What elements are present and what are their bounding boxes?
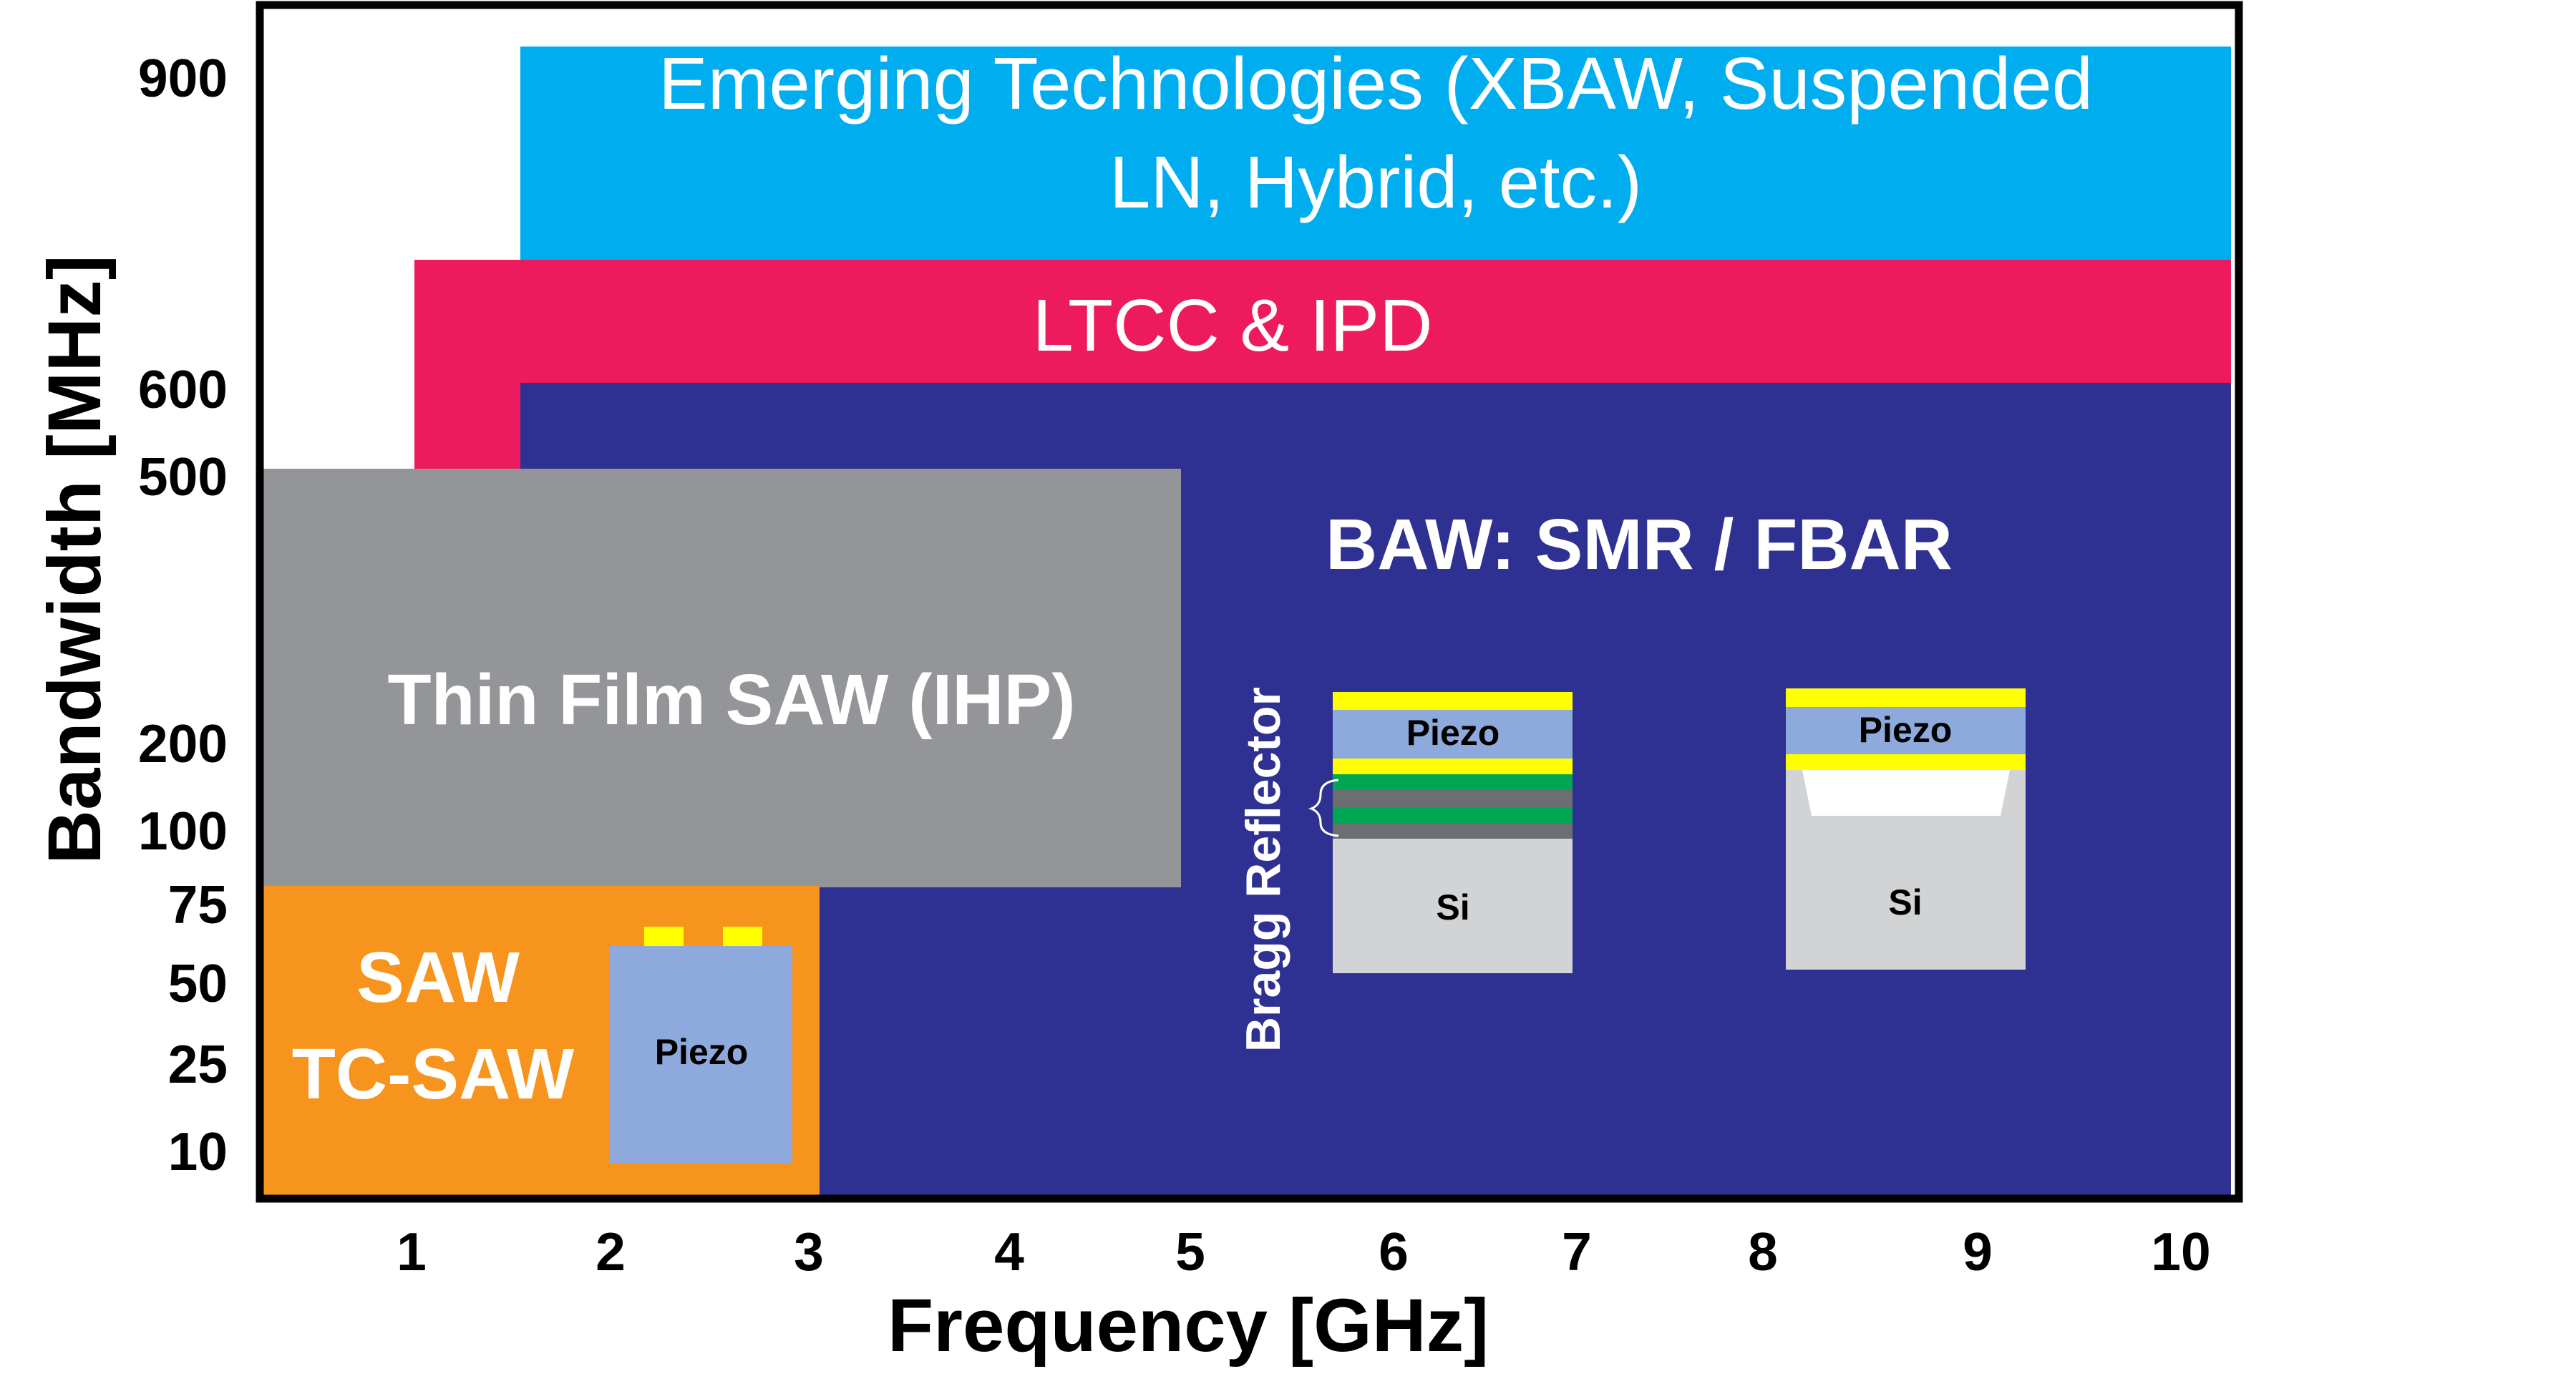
x-tick-label: 5: [1175, 1222, 1205, 1282]
fbar-top-electrode: [1786, 688, 2026, 707]
smr-substrate-label: Si: [1436, 887, 1469, 927]
x-tick-label: 10: [2151, 1222, 2210, 1282]
x-tick-label: 7: [1562, 1222, 1592, 1282]
y-tick-label: 75: [168, 874, 228, 935]
fbar-substrate-label: Si: [1888, 882, 1922, 922]
x-tick-label: 8: [1748, 1222, 1778, 1282]
region-ltcc: [414, 260, 2231, 472]
smr-bragg-layer-4: [1333, 823, 1573, 839]
saw-device-stack: Piezo: [610, 927, 792, 1163]
x-tick-label: 2: [596, 1222, 626, 1282]
y-tick-label: 900: [138, 48, 228, 108]
y-tick-label: 100: [138, 801, 228, 861]
region-thin-film-saw: [261, 469, 1181, 887]
x-tick-label: 6: [1379, 1222, 1409, 1282]
y-tick-label: 25: [168, 1034, 228, 1094]
x-axis-ticks: 1 2 3 4 5 6 7 8 9 10: [397, 1222, 2211, 1282]
smr-piezo-layer: [1333, 710, 1573, 759]
smr-top-electrode: [1333, 692, 1573, 710]
y-axis-ticks: 900 600 500 200 100 75 50 25 10: [138, 48, 228, 1181]
smr-bragg-layer-3: [1333, 807, 1573, 823]
saw-piezo-layer: [610, 946, 792, 1163]
smr-bragg-layer-1: [1333, 774, 1573, 790]
x-tick-label: 9: [1963, 1222, 1993, 1282]
baw-label: BAW: SMR / FBAR: [1326, 504, 1953, 585]
x-tick-label: 4: [994, 1222, 1024, 1282]
y-tick-label: 500: [138, 447, 228, 507]
saw-label: SAW: [356, 937, 520, 1018]
y-tick-label: 10: [168, 1121, 228, 1181]
emerging-label-line2: LN, Hybrid, etc.): [1109, 141, 1642, 223]
y-tick-label: 50: [168, 953, 228, 1013]
bragg-brace: [1308, 779, 1339, 837]
smr-device-stack: Piezo Si Bragg Reflector: [1236, 687, 1573, 1052]
saw-electrode-left: [644, 927, 684, 947]
emerging-label-line1: Emerging Technologies (XBAW, Suspended: [658, 42, 2093, 125]
fbar-bottom-electrode: [1786, 754, 2026, 770]
smr-bragg-layer-2: [1333, 790, 1573, 807]
y-axis-title: Bandwidth [MHz]: [33, 255, 117, 864]
plot-frame: [256, 1, 2243, 1203]
y-tick-label: 200: [138, 713, 228, 774]
saw-piezo-label: Piezo: [655, 1032, 749, 1072]
y-tick-label: 600: [138, 359, 228, 419]
fbar-device-stack: Piezo Si: [1786, 688, 2026, 970]
fbar-piezo-layer: [1786, 707, 2026, 754]
fbar-piezo-label: Piezo: [1859, 710, 1953, 750]
smr-substrate: [1333, 839, 1573, 973]
smr-bottom-electrode: [1333, 759, 1573, 774]
x-tick-label: 1: [397, 1222, 427, 1282]
fbar-air-cavity: [1802, 770, 2010, 816]
smr-piezo-label: Piezo: [1406, 713, 1500, 753]
region-emerging: [520, 47, 2231, 261]
tc-saw-label: TC-SAW: [292, 1034, 575, 1114]
x-axis-title: Frequency [GHz]: [888, 1284, 1489, 1368]
x-tick-label: 3: [794, 1222, 824, 1282]
bragg-reflector-label: Bragg Reflector: [1236, 687, 1291, 1052]
thin-film-saw-label: Thin Film SAW (IHP): [387, 660, 1075, 740]
saw-electrode-right: [723, 927, 762, 947]
ltcc-label: LTCC & IPD: [1033, 284, 1433, 366]
